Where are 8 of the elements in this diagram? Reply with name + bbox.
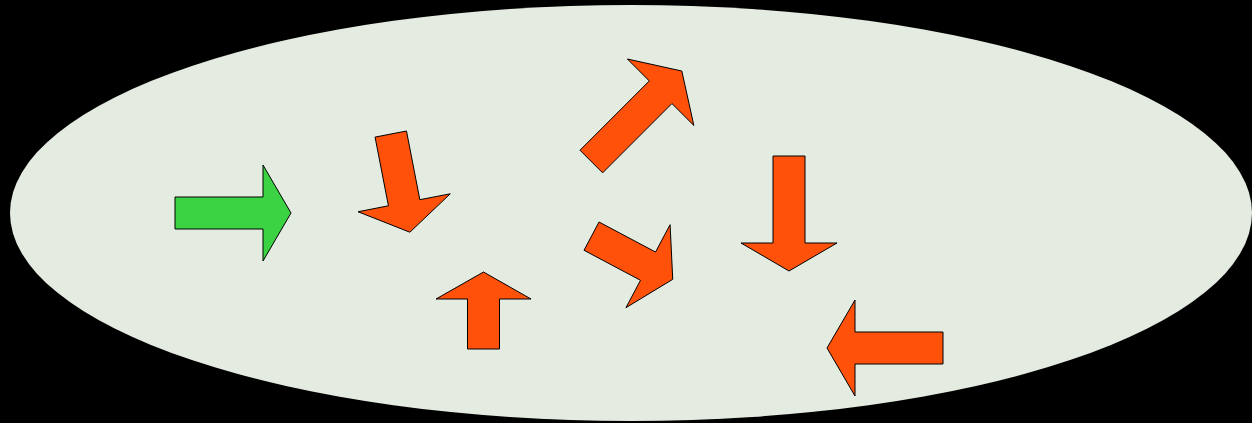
block-arrow-icon [582,221,674,309]
block-arrow-icon [434,270,532,350]
oval-region [10,5,1252,421]
block-arrow-icon [579,57,696,174]
block-arrow-icon [174,164,292,262]
block-arrow-icon [826,299,944,397]
block-arrow-icon [740,154,838,272]
block-arrow-icon [356,129,451,234]
